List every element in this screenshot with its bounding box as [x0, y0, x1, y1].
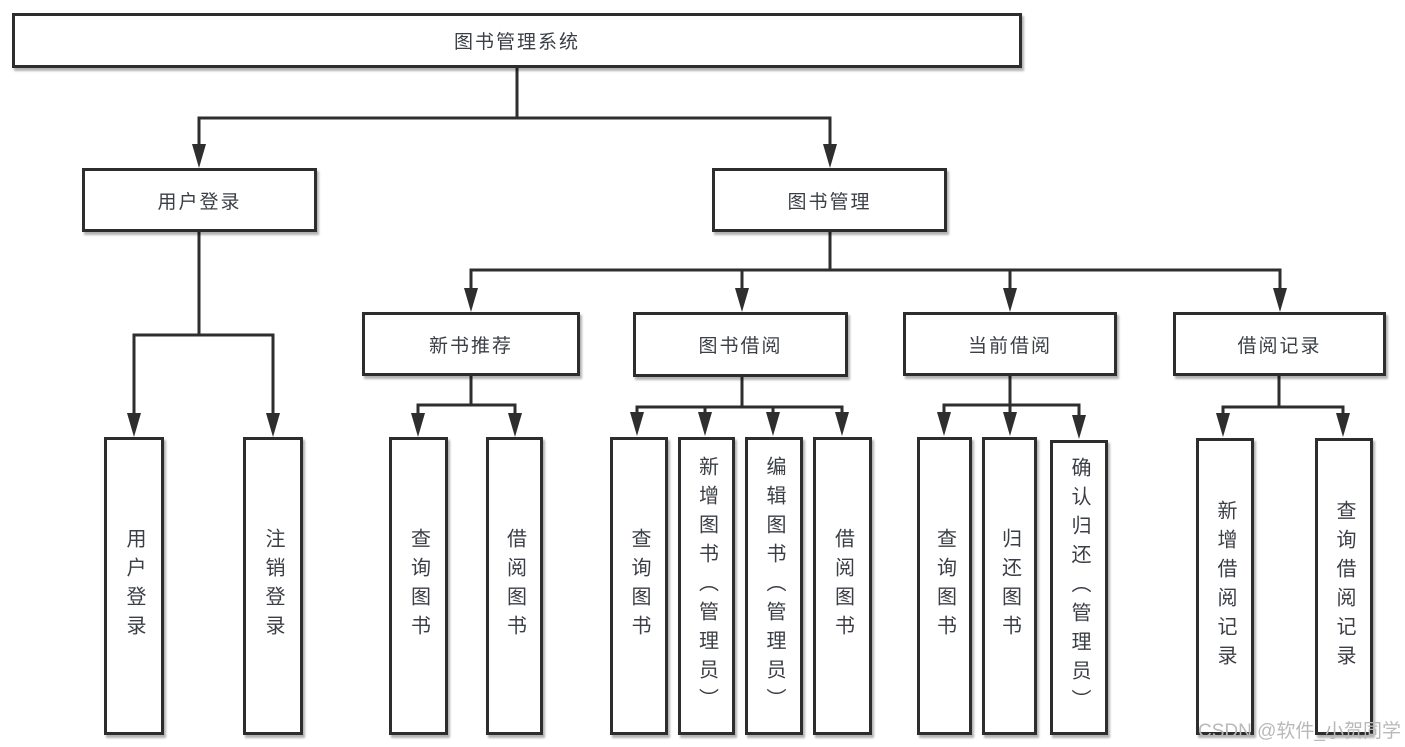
- node-borrowing-records: 借阅记录: [1173, 312, 1386, 376]
- leaf-query-books-recommend: 查询图书: [389, 437, 448, 735]
- leaf-query-books-borrowing: 查询图书: [610, 437, 668, 735]
- node-new-book-recommendation: 新书推荐: [362, 312, 580, 376]
- leaf-borrow-books-recommend: 借阅图书: [486, 437, 543, 735]
- leaf-return-books: 归还图书: [982, 437, 1037, 735]
- node-user-login: 用户登录: [82, 168, 317, 232]
- leaf-borrow-books: 借阅图书: [813, 437, 872, 735]
- node-book-borrowing: 图书借阅: [633, 312, 848, 377]
- leaf-edit-books-admin: 编辑图书（管理员）: [745, 437, 803, 735]
- csdn-watermark: CSDN @软件_小贺同学: [1198, 721, 1401, 742]
- node-current-borrowing: 当前借阅: [903, 312, 1117, 376]
- leaf-add-borrow-record: 新增借阅记录: [1196, 438, 1254, 735]
- node-book-management: 图书管理: [712, 168, 947, 232]
- leaf-add-books-admin: 新增图书（管理员）: [678, 437, 735, 735]
- leaf-logout: 注销登录: [243, 437, 303, 735]
- leaf-user-login: 用户登录: [104, 437, 164, 735]
- node-library-management-system: 图书管理系统: [12, 13, 1022, 68]
- leaf-query-borrow-record: 查询借阅记录: [1315, 438, 1373, 735]
- leaf-query-books-current: 查询图书: [917, 437, 972, 735]
- leaf-confirm-return-admin: 确认归还（管理员）: [1050, 440, 1108, 735]
